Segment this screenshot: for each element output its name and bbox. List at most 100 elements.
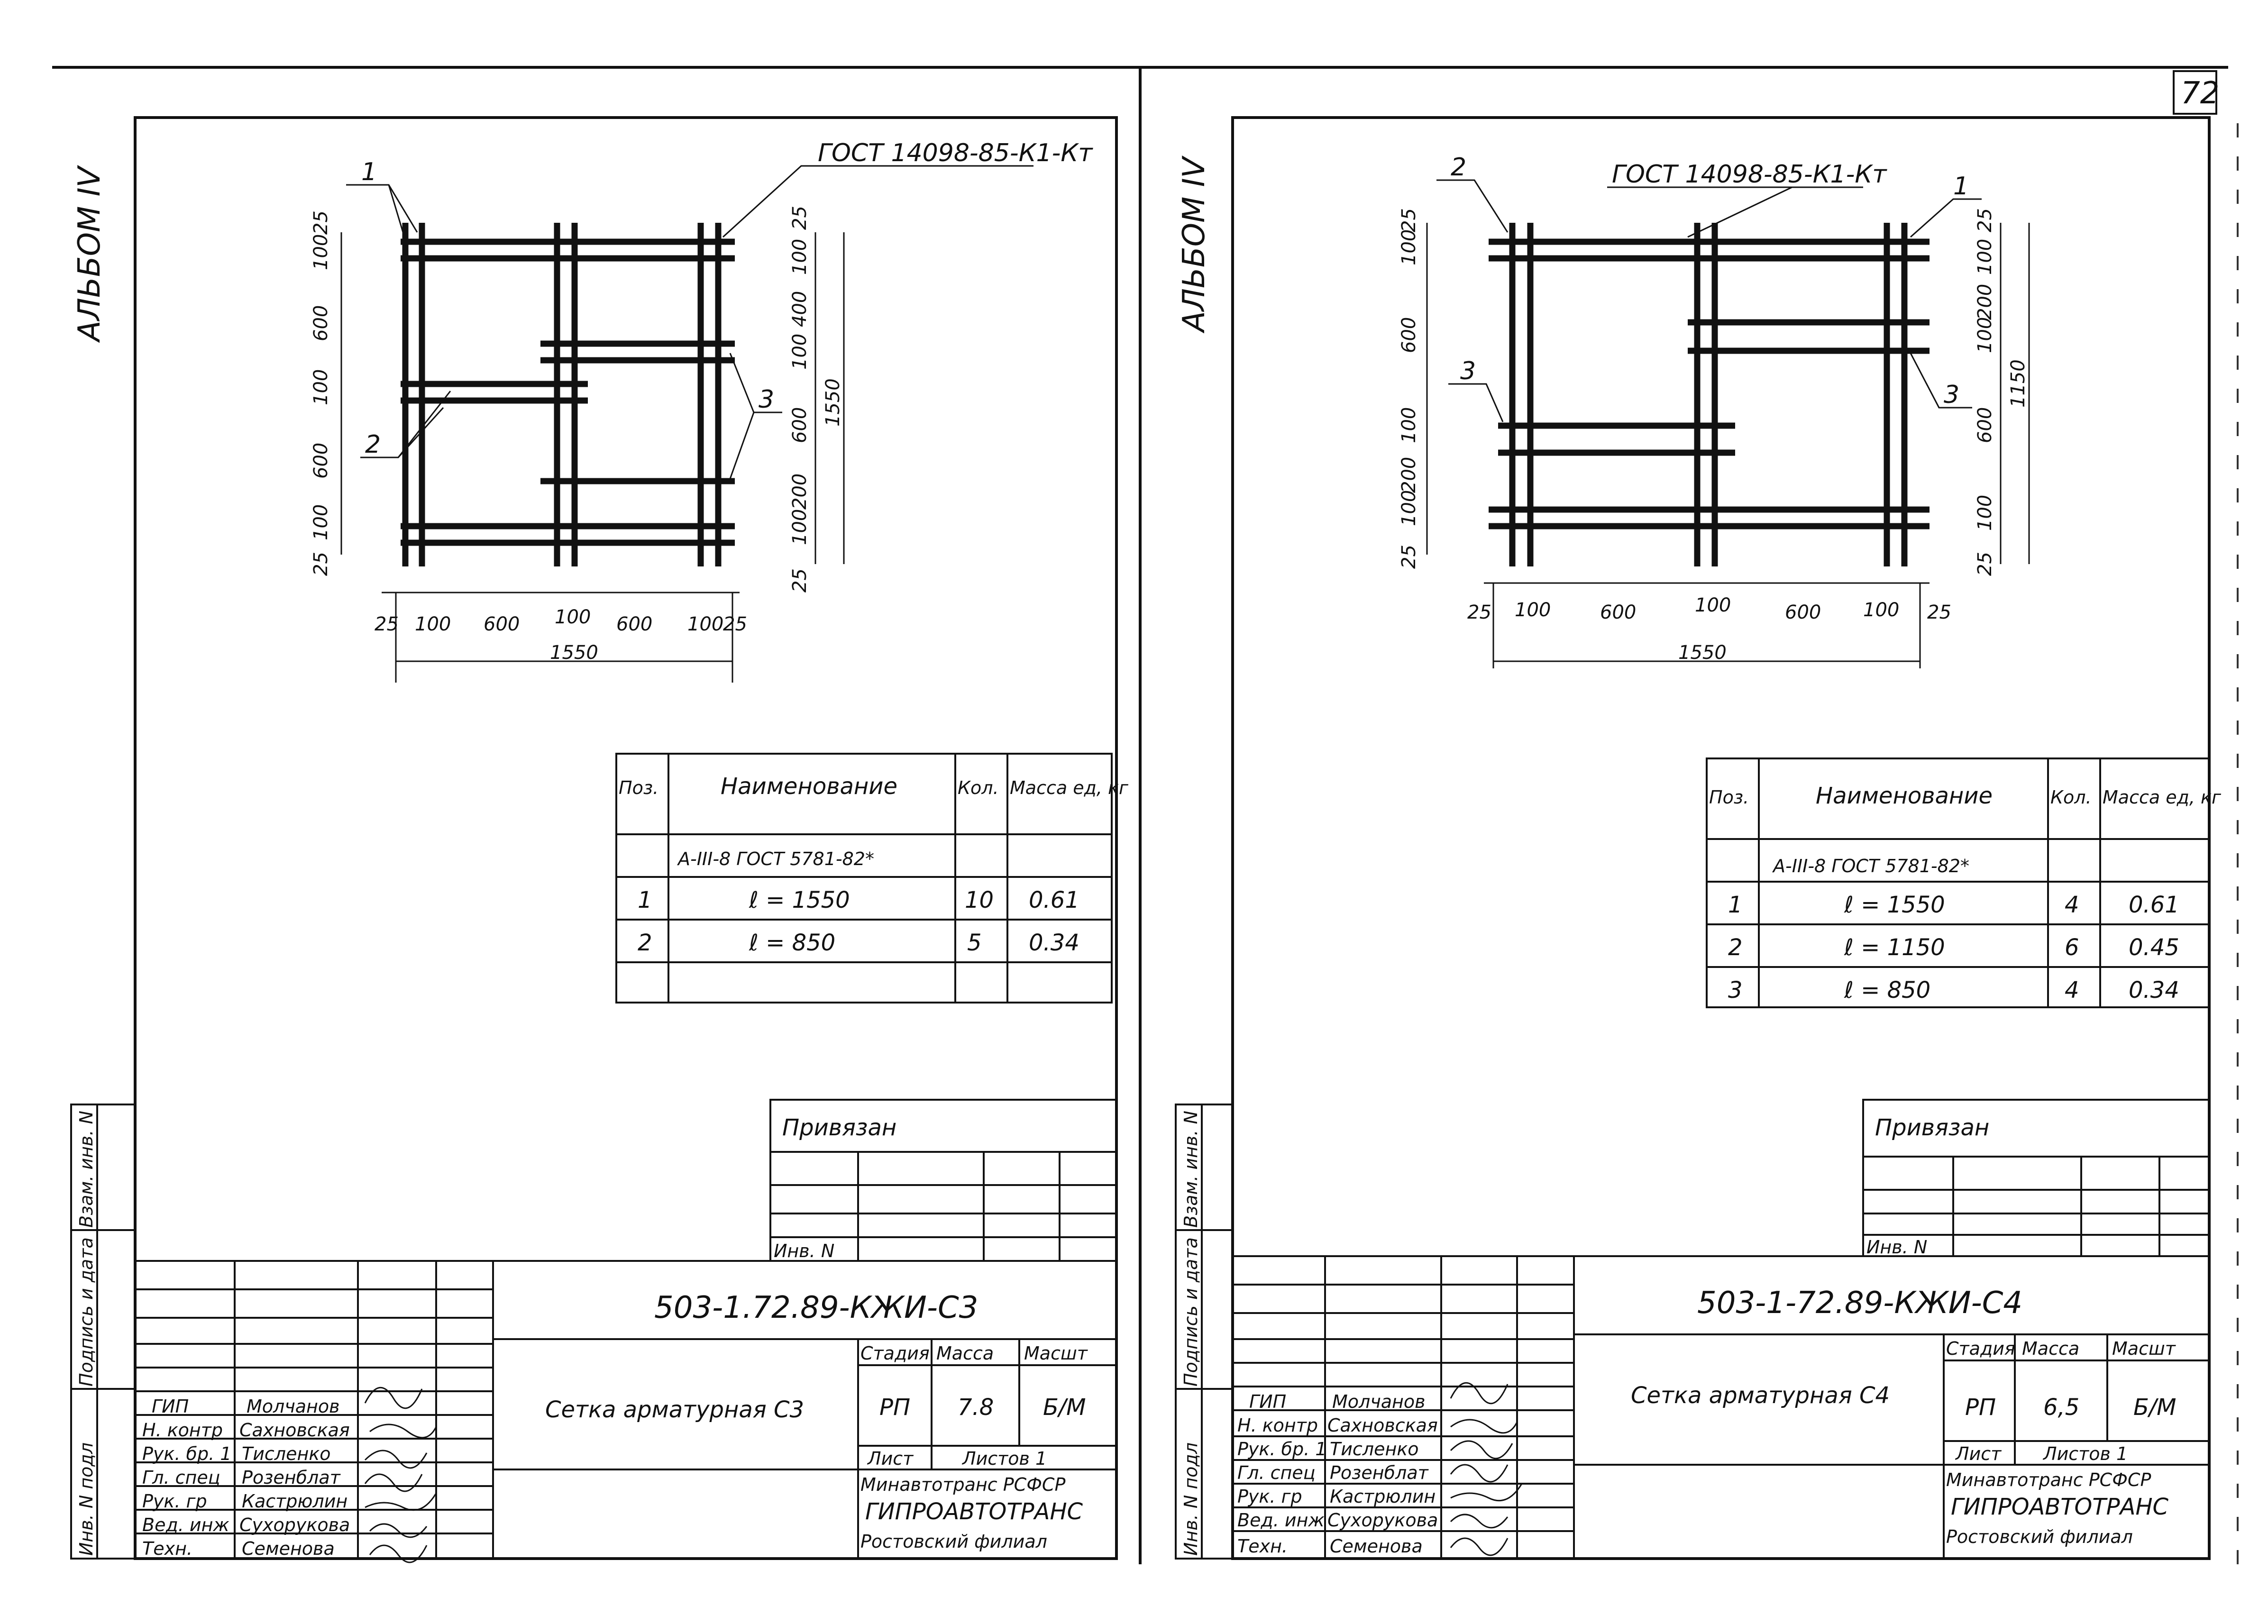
signatures: [364, 1387, 437, 1563]
scale-value: Б/М: [1043, 1394, 1086, 1421]
side-label-vzam: Взам. инв. N: [1180, 1111, 1201, 1228]
staff-role: Гл. спец: [142, 1467, 220, 1488]
title-block: 503-1-72.89-КЖИ-С4 Сетка арматурная С4 С…: [1232, 1255, 2210, 1560]
spec-header-pos: Поз.: [619, 777, 658, 798]
inv-label: Инв. N: [774, 1241, 834, 1261]
callout-pos3: 3: [759, 385, 774, 414]
staff-name: Семенова: [242, 1538, 335, 1559]
spec-row1-pos: 1: [638, 887, 652, 913]
org-institute: ГИПРОАВТОТРАНС: [865, 1498, 1083, 1525]
spec-header-mass: Масса ед, кг: [1010, 777, 1129, 798]
dim-r2: 100: [789, 239, 811, 275]
leader-pos2: [397, 407, 444, 458]
leader-pos3: [1910, 353, 1972, 409]
staff-name: Кастрюлин: [242, 1491, 348, 1512]
spec-table: Поз. Наименование Кол. Масса ед, кг А-II…: [1706, 757, 2222, 1008]
staff-role: Вед. инж: [142, 1515, 229, 1535]
dim-b7: 25: [723, 613, 747, 635]
staff-name: Семенова: [1330, 1536, 1423, 1557]
mass-value: 7.8: [958, 1394, 994, 1421]
leader-pos1: [1910, 198, 1982, 238]
leader-pos3: [729, 353, 782, 413]
dim-l2: 100: [310, 234, 332, 270]
org-institute: ГИПРОАВТОТРАНС: [1951, 1494, 2169, 1520]
leader-gost: [1687, 186, 1792, 238]
staff-name: Молчанов: [1332, 1391, 1426, 1412]
spec-row2-mass: 0.34: [1029, 930, 1079, 956]
spec-material: А-III-8 ГОСТ 5781-82*: [1772, 856, 1969, 876]
spec-row3-mass: 0.34: [2129, 977, 2179, 1004]
spec-row1-name: ℓ = 1550: [1844, 892, 1945, 918]
side-label-inv: Инв. N подл: [76, 1442, 97, 1556]
binding-label: Привязан: [1875, 1114, 1989, 1141]
dim-r5: 200: [1974, 284, 1996, 320]
page-number-box: 72: [2173, 70, 2219, 115]
callout-pos1: 1: [1953, 172, 1969, 201]
dim-r7: 25: [1974, 552, 1996, 576]
page-number: 72: [2181, 76, 2219, 111]
stage-header: Стадия: [1946, 1338, 2015, 1359]
doc-code: 503-1-72.89-КЖИ-С4: [1697, 1286, 2022, 1321]
side-label-podpis: Подпись и дата: [1180, 1237, 1201, 1387]
dim-r6: 200: [789, 474, 811, 510]
dim-r3: 400: [789, 291, 811, 327]
side-label-inv: Инв. N подл: [1180, 1442, 1201, 1556]
org-branch: Ростовский филиал: [860, 1531, 1047, 1552]
dim-b1: 25: [375, 613, 399, 635]
staff-role: ГИП: [152, 1396, 189, 1417]
side-label-vzam: Взам. инв. N: [76, 1111, 97, 1228]
scale-header: Масшт: [2112, 1338, 2177, 1359]
mass-value: 6,5: [2043, 1394, 2079, 1421]
dim-total-v: 1150: [2007, 359, 2029, 408]
spec-header-qty: Кол.: [2050, 787, 2092, 808]
staff-name: Сухорукова: [239, 1515, 350, 1535]
spec-row2-qty: 6: [2065, 934, 2079, 961]
dim-r4: 100: [1974, 317, 1996, 353]
dim-r4: 100: [789, 334, 811, 370]
dim-l5: 600: [1398, 317, 1420, 353]
spec-header-pos: Поз.: [1709, 787, 1749, 808]
spec-row2-mass: 0.45: [2129, 934, 2179, 961]
dim-r5: 600: [789, 407, 811, 443]
callout-pos1: 1: [361, 158, 377, 186]
binding-label: Привязан: [782, 1114, 896, 1141]
binding-block: Привязан Инв. N: [1862, 1099, 2210, 1258]
dim-total-h: 1550: [550, 642, 598, 664]
spec-material: А-III-8 ГОСТ 5781-82*: [677, 848, 874, 869]
staff-role: Рук. гр: [142, 1491, 207, 1512]
dim-r1: 25: [789, 206, 811, 230]
spec-row2-name: ℓ = 850: [749, 930, 835, 956]
dim-l5: 600: [310, 443, 332, 479]
dim-l7: 25: [310, 552, 332, 576]
title-block: 503-1.72.89-КЖИ-С3 Сетка арматурная С3 С…: [134, 1260, 1117, 1563]
sheets-count: Листов 1: [2042, 1443, 2128, 1464]
staff-role: Рук. бр. 1: [1237, 1439, 1326, 1460]
spec-row2-pos: 2: [638, 930, 652, 956]
dim-b1: 25: [1467, 602, 1491, 623]
staff-role: Н. контр: [1237, 1415, 1318, 1436]
dim-l4: 100: [1398, 407, 1420, 443]
dim-r8: 25: [789, 568, 811, 593]
staff-role: Н. контр: [142, 1420, 223, 1441]
side-stamp: Взам. инв. N Подпись и дата Инв. N подл: [70, 1104, 136, 1560]
mass-header: Масса: [936, 1343, 994, 1364]
sheet-label: Лист: [1955, 1443, 2002, 1464]
dim-b5: 600: [1785, 602, 1821, 623]
spec-row1-mass: 0.61: [1029, 887, 1079, 913]
staff-name: Кастрюлин: [1330, 1486, 1436, 1507]
callout-pos3: 3: [1944, 381, 1959, 409]
stage-value: РП: [1965, 1394, 1996, 1421]
dim-b5: 600: [616, 613, 652, 635]
staff-name: Розенблат: [242, 1467, 341, 1488]
mesh-drawing: 2 ГОСТ 14098-85-К1-Кт 1 3 3 25 100 600 1…: [1398, 153, 2030, 668]
dim-l1: 25: [1398, 545, 1420, 569]
spec-row1-name: ℓ = 1550: [749, 887, 850, 913]
org-ministry: Минавтотранс РСФСР: [860, 1474, 1065, 1495]
dim-b3: 600: [484, 613, 520, 635]
staff-role: Рук. бр. 1: [142, 1443, 231, 1464]
dim-r3: 600: [1974, 407, 1996, 443]
dim-b2: 100: [415, 613, 451, 635]
dim-total-h: 1550: [1678, 642, 1727, 664]
spec-row2-pos: 2: [1728, 934, 1743, 961]
